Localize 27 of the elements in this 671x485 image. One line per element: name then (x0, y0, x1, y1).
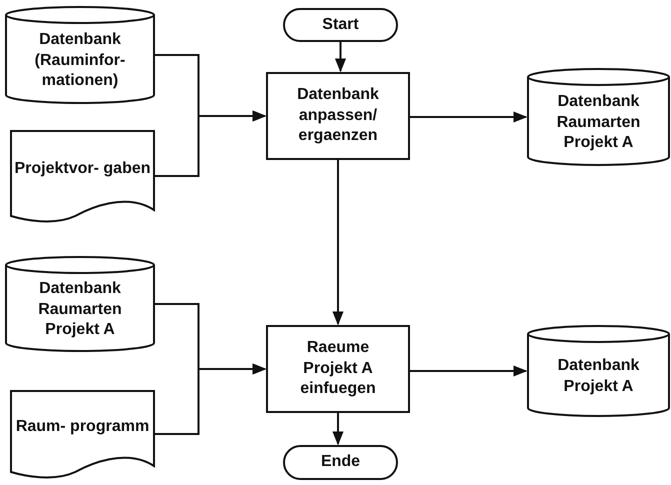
database-cylinder (5, 256, 155, 352)
process-box (266, 325, 410, 413)
arrow (332, 160, 344, 326)
node-label: Ende (320, 452, 360, 472)
arrow (332, 413, 344, 446)
database-cylinder (5, 6, 155, 104)
node-label: Datenbank (Rauminfor- mationen) (34, 30, 126, 92)
document-shape (10, 130, 155, 222)
arrow (410, 365, 528, 377)
node-label: Datenbank Projekt A (556, 356, 640, 397)
document-shape (10, 390, 155, 478)
node-label: Datenbank Raumarten Projekt A (37, 278, 123, 340)
terminal-shape (283, 8, 398, 42)
terminal-shape (283, 445, 398, 480)
process-box (266, 72, 410, 160)
arrow (155, 363, 266, 435)
arrow (410, 111, 528, 123)
node-label: Raeume Projekt A einfuegen (299, 338, 377, 400)
node-label: Start (322, 14, 359, 35)
arrow (155, 110, 266, 177)
node-label: Projektvor- gaben (14, 158, 151, 179)
arrow (334, 42, 346, 72)
node-label: Datenbank Raumarten Projekt A (556, 92, 642, 154)
node-label: Raum- programm (16, 416, 150, 437)
database-cylinder (527, 325, 670, 417)
node-label: Datenbank anpassen/ ergaenzen (296, 84, 380, 146)
database-cylinder (527, 68, 670, 166)
